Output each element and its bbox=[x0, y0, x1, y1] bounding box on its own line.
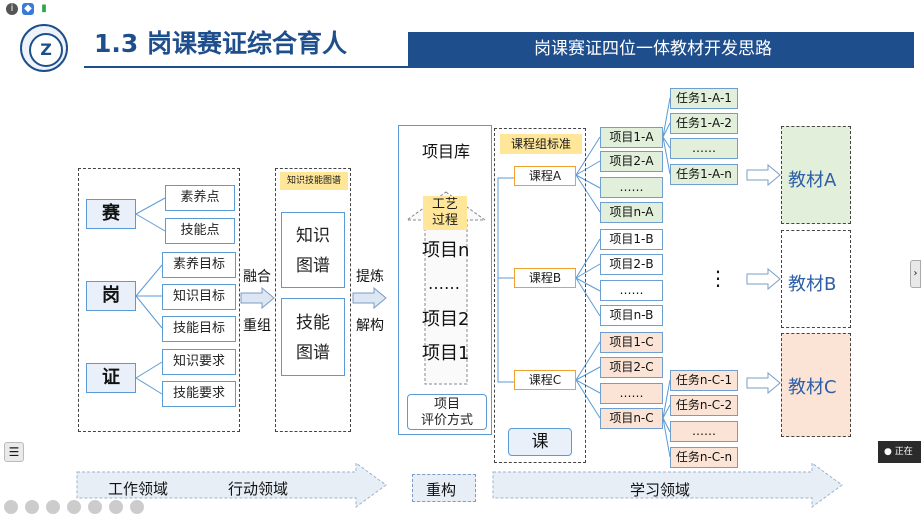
task-a: …… bbox=[670, 138, 738, 159]
arrow-right-icon bbox=[352, 287, 387, 309]
domain-arrow-learn bbox=[492, 462, 843, 508]
project-c: 项目1-C bbox=[600, 332, 663, 353]
task-c: 任务n-C-1 bbox=[670, 370, 738, 391]
header-divider bbox=[84, 66, 914, 68]
task-c: 任务n-C-2 bbox=[670, 395, 738, 416]
task-a: 任务1-A-1 bbox=[670, 88, 738, 109]
mic-icon: ● bbox=[884, 447, 892, 457]
prev-slide-icon[interactable] bbox=[4, 500, 18, 514]
project-c: …… bbox=[600, 383, 663, 404]
project-c: 项目n-C bbox=[600, 408, 663, 429]
course-group bbox=[494, 128, 586, 463]
subtitle-icon[interactable] bbox=[109, 500, 123, 514]
project-a: 项目n-A bbox=[600, 202, 663, 223]
knowledge-map-box: 知识 图谱 bbox=[281, 212, 345, 288]
project-item: 项目1 bbox=[422, 343, 470, 364]
learn-domain-label: 学习领域 bbox=[630, 481, 691, 499]
task-c: …… bbox=[670, 421, 738, 442]
presenter-tag-label: 正在 bbox=[894, 447, 913, 457]
tasks-ellipsis: ⋮ bbox=[708, 266, 728, 290]
project-b: 项目n-B bbox=[600, 305, 663, 326]
arrow-right-icon bbox=[240, 287, 275, 309]
textbook-c-label: 教材C bbox=[788, 377, 837, 398]
left-menu-button[interactable]: ☰ bbox=[4, 442, 24, 462]
task-a: 任务1-A-2 bbox=[670, 113, 738, 134]
textbook-b bbox=[781, 230, 851, 328]
side-expand-button[interactable]: › bbox=[910, 260, 921, 288]
textbook-c bbox=[781, 333, 851, 437]
presenter-tag[interactable]: ● 正在 bbox=[878, 441, 921, 463]
course-bottom-box: 课 bbox=[508, 428, 572, 456]
shield-icon: ◆ bbox=[22, 3, 34, 15]
camera-icon[interactable] bbox=[88, 500, 102, 514]
textbook-a bbox=[781, 126, 851, 224]
arrow1-top-label: 融合 bbox=[243, 269, 271, 285]
map-title: 知识技能图谱 bbox=[280, 172, 348, 190]
task-c: 任务n-C-n bbox=[670, 447, 738, 468]
header-subtitle-bar: 岗课赛证四位一体教材开发思路 bbox=[408, 32, 914, 66]
project-c: 项目2-C bbox=[600, 357, 663, 378]
more-icon[interactable] bbox=[130, 500, 144, 514]
source-group bbox=[78, 168, 240, 432]
arrow-right-icon bbox=[746, 372, 781, 394]
arrow2-top-label: 提炼 bbox=[356, 269, 384, 285]
arrow-right-icon bbox=[746, 268, 781, 290]
project-b: …… bbox=[600, 280, 663, 301]
textbook-a-label: 教材A bbox=[788, 170, 837, 191]
gang-item: 素养目标 bbox=[162, 252, 236, 278]
project-library-title: 项目库 bbox=[422, 142, 471, 161]
page-title: 1.3 岗课赛证综合育人 bbox=[94, 29, 347, 58]
project-a: 项目1-A bbox=[600, 127, 663, 148]
skill-map-box: 技能 图谱 bbox=[281, 298, 345, 376]
gang-item: 知识目标 bbox=[162, 284, 236, 310]
rebuild-label: 重构 bbox=[426, 481, 457, 499]
domain-arrow-work bbox=[76, 462, 387, 508]
sai-item: 技能点 bbox=[165, 218, 235, 244]
action-domain-label: 行动领域 bbox=[228, 480, 289, 498]
pen-icon[interactable] bbox=[46, 500, 60, 514]
node-sai: 赛 bbox=[86, 199, 136, 229]
project-a: …… bbox=[600, 177, 663, 198]
project-a: 项目2-A bbox=[600, 151, 663, 172]
work-domain-label: 工作领域 bbox=[108, 480, 169, 498]
info-icon: i bbox=[6, 3, 18, 15]
rebuild-box bbox=[412, 474, 476, 502]
sai-item: 素养点 bbox=[165, 185, 235, 211]
course-b: 课程B bbox=[514, 268, 576, 288]
process-label: 工艺 过程 bbox=[423, 196, 467, 230]
status-icons: i ◆ ▮ bbox=[6, 2, 50, 16]
university-logo: Z bbox=[20, 24, 68, 72]
project-b: 项目2-B bbox=[600, 254, 663, 275]
arrow2-bottom-label: 解构 bbox=[356, 318, 384, 334]
project-b: 项目1-B bbox=[600, 229, 663, 250]
project-item: 项目2 bbox=[422, 309, 470, 330]
arrow-right-icon bbox=[746, 164, 781, 186]
course-c: 课程C bbox=[514, 370, 576, 390]
arrow1-bottom-label: 重组 bbox=[243, 318, 271, 334]
course-standard-label: 课程组标准 bbox=[500, 134, 582, 154]
task-a: 任务1-A-n bbox=[670, 164, 738, 185]
next-slide-icon[interactable] bbox=[25, 500, 39, 514]
knowledge-skill-map-group bbox=[275, 168, 351, 432]
up-arrow-icon bbox=[405, 191, 487, 385]
project-eval-box: 项目 评价方式 bbox=[407, 394, 487, 430]
zoom-icon[interactable] bbox=[67, 500, 81, 514]
node-gang: 岗 bbox=[86, 281, 136, 311]
project-item: 项目n bbox=[422, 240, 470, 261]
textbook-b-label: 教材B bbox=[788, 274, 837, 295]
zheng-item: 技能要求 bbox=[162, 381, 236, 407]
zheng-item: 知识要求 bbox=[162, 349, 236, 375]
signal-icon: ▮ bbox=[41, 3, 47, 14]
project-item: …… bbox=[428, 274, 460, 293]
slide-controls bbox=[4, 500, 144, 514]
course-a: 课程A bbox=[514, 166, 576, 186]
node-zheng: 证 bbox=[86, 363, 136, 393]
gang-item: 技能目标 bbox=[162, 316, 236, 342]
